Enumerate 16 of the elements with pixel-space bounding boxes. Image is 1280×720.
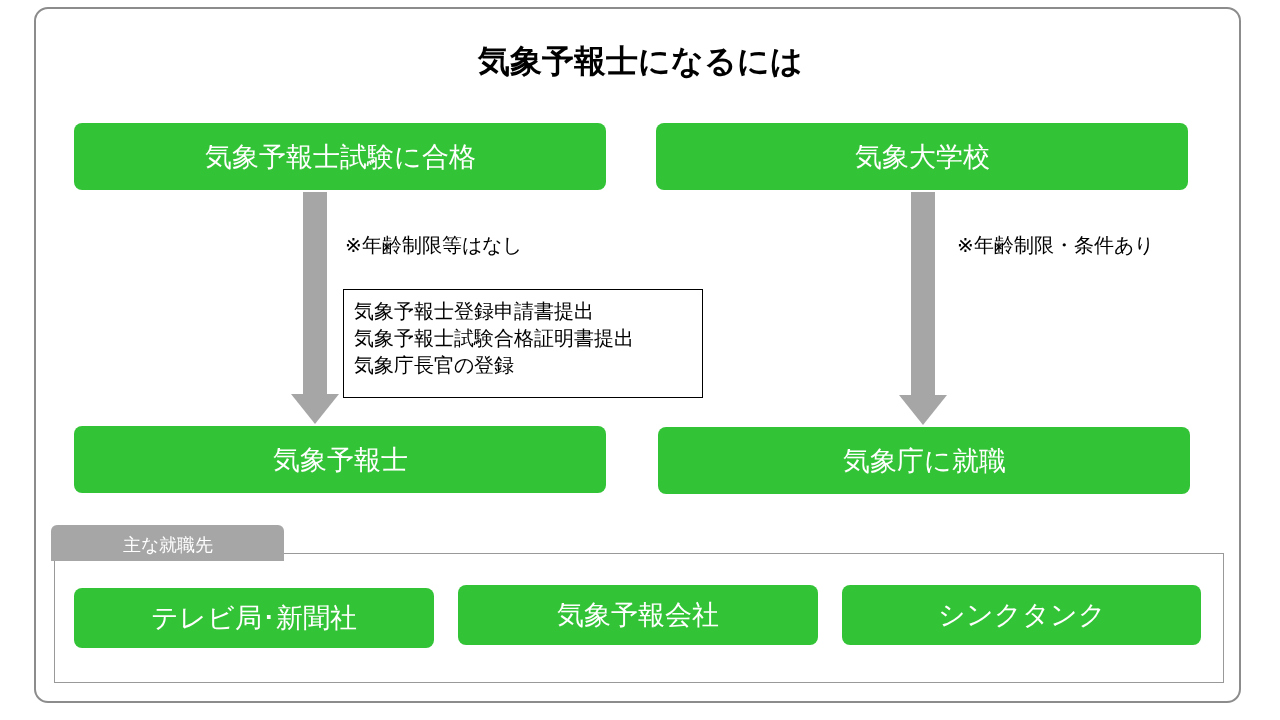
block-arrow <box>899 192 947 425</box>
process-box: 気象予報士試験に合格 <box>74 123 606 190</box>
process-box: シンクタンク <box>842 585 1201 645</box>
note-line: 気象予報士登録申請書提出 <box>354 298 595 325</box>
process-box: 気象予報会社 <box>458 585 818 645</box>
block-arrow <box>291 192 339 424</box>
note-box <box>343 289 703 398</box>
process-box: 気象大学校 <box>656 123 1188 190</box>
group-tab-label: 主な就職先 <box>51 525 284 561</box>
note-line: 気象庁長官の登録 <box>354 352 515 379</box>
edge-label: ※年齢制限等はなし <box>345 232 522 259</box>
title: 気象予報士になるには <box>477 41 803 82</box>
note-line: 気象予報士試験合格証明書提出 <box>354 325 635 352</box>
process-box: 気象庁に就職 <box>658 427 1190 494</box>
process-box: テレビ局･新聞社 <box>74 588 434 648</box>
process-box: 気象予報士 <box>74 426 606 493</box>
